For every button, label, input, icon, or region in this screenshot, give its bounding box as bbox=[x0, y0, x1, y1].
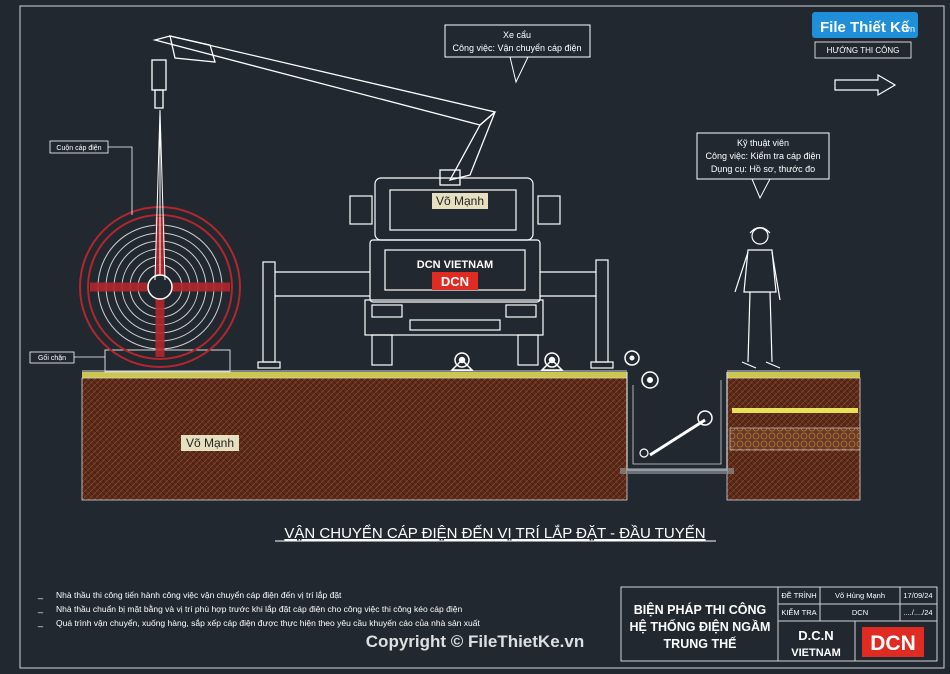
project-line2: HỆ THỐNG ĐIỆN NGẦM bbox=[630, 619, 771, 634]
crane-callout: Xe cẩu Công việc: Vận chuyển cáp điện bbox=[444, 24, 591, 84]
watermark: Copyright © FileThietKe.vn bbox=[366, 632, 584, 651]
crane-arm bbox=[151, 35, 497, 186]
company-logo: DCN bbox=[870, 632, 916, 655]
technician-callout-title: Kỹ thuật viên bbox=[737, 138, 789, 148]
row1-name: Võ Hùng Mạnh bbox=[835, 591, 885, 600]
truck-company: DCN VIETNAM bbox=[417, 259, 493, 271]
title-block bbox=[620, 586, 938, 662]
technician-callout-task: Công việc: Kiểm tra cáp điện bbox=[705, 151, 820, 161]
ground-tag-bg bbox=[181, 435, 239, 451]
truck bbox=[257, 177, 614, 369]
drawing-title: VẬN CHUYỂN CÁP ĐIỆN ĐẾN VỊ TRÍ LẮP ĐẶT -… bbox=[284, 524, 705, 542]
row2-date: ..../..../24 bbox=[903, 608, 932, 617]
brand-logo: File Thiết Kế .vn bbox=[812, 12, 918, 38]
note-2: Nhà thầu chuẩn bị mặt bằng và vị trí phù… bbox=[56, 604, 463, 614]
note-1: Nhà thầu thi công tiến hành công việc vậ… bbox=[56, 590, 342, 600]
technician-callout-tools: Dụng cụ: Hồ sơ, thước đo bbox=[711, 164, 815, 174]
block-label: Gối chặn bbox=[29, 351, 105, 364]
row2-name: DCN bbox=[852, 608, 868, 617]
note-bullet: _ bbox=[38, 603, 44, 613]
row1-date: 17/09/24 bbox=[903, 591, 932, 600]
project-line3: TRUNG THẾ bbox=[664, 636, 737, 651]
note-3: Quá trình vận chuyển, xuống hàng, sắp xế… bbox=[56, 618, 480, 628]
technician-callout: Kỹ thuật viên Công việc: Kiểm tra cáp đi… bbox=[696, 132, 830, 200]
trench bbox=[620, 350, 734, 474]
truck-logo: DCN bbox=[441, 274, 469, 289]
reel-label: Cuộn cáp điện bbox=[49, 140, 133, 215]
direction-box bbox=[814, 41, 912, 59]
ground-tag: Võ Mạnh bbox=[186, 436, 234, 450]
note-bullet: _ bbox=[38, 617, 44, 627]
note-bullet: _ bbox=[38, 589, 44, 599]
block-label-text: Gối chặn bbox=[38, 353, 66, 362]
direction-label: HƯỚNG THI CÔNG bbox=[827, 46, 900, 55]
company-logo-bg bbox=[862, 627, 924, 657]
reel-label-text: Cuộn cáp điện bbox=[56, 145, 101, 152]
crane-callout-title: Xe cẩu bbox=[503, 30, 531, 40]
truck-logo-bg bbox=[432, 272, 478, 290]
truck-nameplate-bg bbox=[432, 193, 488, 209]
row1-label: ĐỀ TRÌNH bbox=[781, 590, 816, 600]
technician-figure bbox=[734, 226, 781, 369]
ground bbox=[81, 370, 861, 501]
brand-logo-suffix: .vn bbox=[903, 24, 915, 34]
brand-logo-text: File Thiết Kế bbox=[820, 19, 910, 36]
drawing-frame bbox=[19, 5, 945, 669]
cable-reel bbox=[79, 109, 241, 373]
crane-callout-task: Công việc: Vận chuyển cáp điện bbox=[452, 43, 581, 53]
direction-arrow-icon bbox=[834, 73, 897, 97]
company-line1: D.C.N bbox=[798, 628, 833, 643]
truck-nameplate: Võ Mạnh bbox=[436, 194, 484, 208]
cable-rollers bbox=[450, 352, 564, 371]
row2-label: KIỂM TRA bbox=[781, 608, 816, 617]
company-line2: VIETNAM bbox=[791, 647, 841, 659]
cable-bed bbox=[729, 408, 861, 451]
project-line1: BIỆN PHÁP THI CÔNG bbox=[634, 602, 766, 617]
